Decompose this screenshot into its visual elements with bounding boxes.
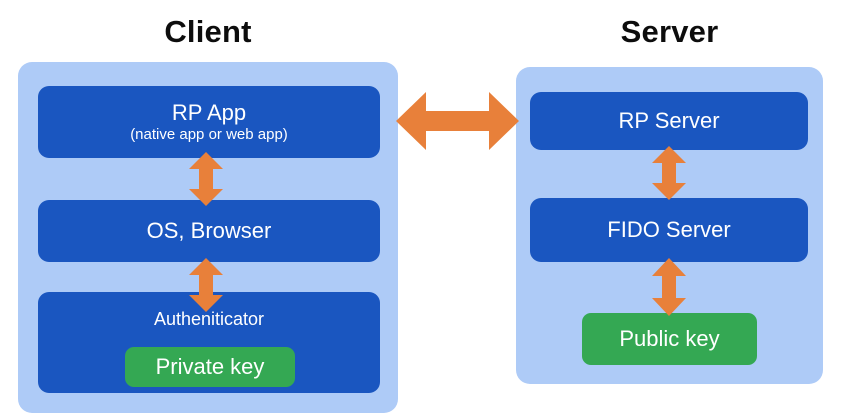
rp-server-title: RP Server [618, 107, 720, 133]
arrow-os-browser-to-authenticator-icon [189, 258, 223, 312]
arrow-rp-app-to-os-browser-icon [189, 152, 223, 206]
server-column-heading: Server [620, 14, 719, 49]
public-key-chip: Public key [582, 313, 757, 365]
server-box-rp-server: RP Server [530, 92, 808, 150]
os-browser-title: OS, Browser [146, 217, 272, 243]
arrow-client-to-server-icon [396, 92, 519, 150]
private-key-chip: Private key [125, 347, 295, 387]
client-box-rp-app: RP App (native app or web app) [38, 86, 380, 158]
rp-app-title: RP App [171, 99, 247, 125]
private-key-label: Private key [155, 354, 265, 379]
client-column-heading: Client [164, 14, 252, 49]
rp-app-subtitle: (native app or web app) [130, 126, 288, 144]
client-box-os-browser: OS, Browser [38, 200, 380, 262]
authenticator-title: Autheniticator [153, 309, 265, 329]
server-box-fido-server: FIDO Server [530, 198, 808, 262]
arrow-rp-server-to-fido-server-icon [652, 146, 686, 200]
fido-server-title: FIDO Server [607, 216, 731, 242]
arrow-fido-server-to-public-key-icon [652, 258, 686, 316]
public-key-label: Public key [619, 326, 720, 351]
